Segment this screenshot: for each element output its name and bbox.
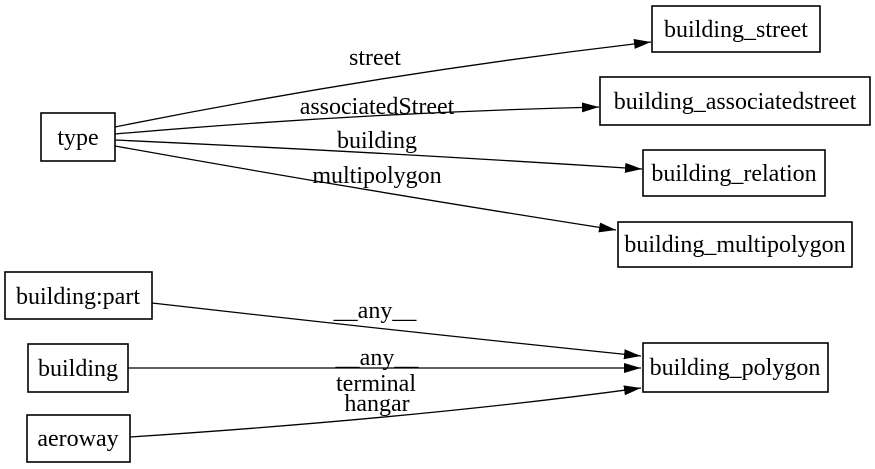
edge-label-any: __any__	[335, 345, 420, 371]
node-label: building	[38, 356, 118, 382]
edge-label-associatedstreet: associatedStreet	[300, 94, 455, 120]
node-label: type	[57, 125, 98, 151]
edge-label-street: street	[349, 45, 401, 71]
edge-type-building_street: street	[114, 38, 652, 128]
edge-arrow	[114, 145, 617, 233]
edge-arrow	[114, 38, 652, 128]
node-box	[27, 343, 129, 393]
node-label: building_polygon	[650, 355, 821, 381]
edge-arrow	[129, 385, 642, 438]
node-building_street: building_street	[651, 5, 821, 53]
node-box	[642, 342, 829, 393]
edge-buildingpart-building_polygon: __any__	[151, 298, 642, 360]
edge-label-multipolygon: multipolygon	[312, 163, 441, 189]
edge-label-terminal: terminal	[336, 371, 416, 397]
node-label: building_associatedstreet	[614, 89, 857, 115]
node-building-part: building:part	[4, 271, 153, 320]
edge-type-building_associatedstreet: associatedStreet	[114, 94, 600, 135]
edge-label-any: __any__	[333, 298, 418, 324]
node-building_associatedstreet: building_associatedstreet	[599, 76, 871, 126]
node-box	[599, 76, 871, 126]
edge-arrow	[151, 302, 642, 360]
edge-arrow	[114, 102, 600, 135]
edge-type-building_multipolygon: multipolygon	[114, 145, 617, 233]
node-label: building_multipolygon	[624, 232, 845, 258]
edge-arrow	[114, 139, 643, 173]
edge-building-building_polygon: __any__	[128, 345, 641, 373]
node-box	[617, 221, 853, 268]
node-label: building_street	[664, 17, 808, 43]
node-label: aeroway	[37, 426, 118, 452]
node-aeroway: aeroway	[26, 414, 131, 463]
node-box	[642, 149, 826, 197]
node-label: building_relation	[651, 161, 816, 187]
node-building_polygon: building_polygon	[642, 342, 829, 393]
node-box	[651, 5, 821, 53]
edge-type-building_relation: building	[114, 128, 643, 173]
node-building_relation: building_relation	[642, 149, 826, 197]
node-box	[40, 112, 116, 162]
node-building: building	[27, 343, 129, 393]
node-type: type	[40, 112, 116, 162]
node-box	[26, 414, 131, 463]
node-label: building:part	[16, 284, 140, 310]
edge-aeroway-building_polygon: terminal hangar	[129, 371, 642, 438]
edge-label-building: building	[337, 128, 417, 154]
edge-label-hangar: hangar	[344, 391, 409, 417]
node-box	[4, 271, 153, 320]
node-building_multipolygon: building_multipolygon	[617, 221, 853, 268]
